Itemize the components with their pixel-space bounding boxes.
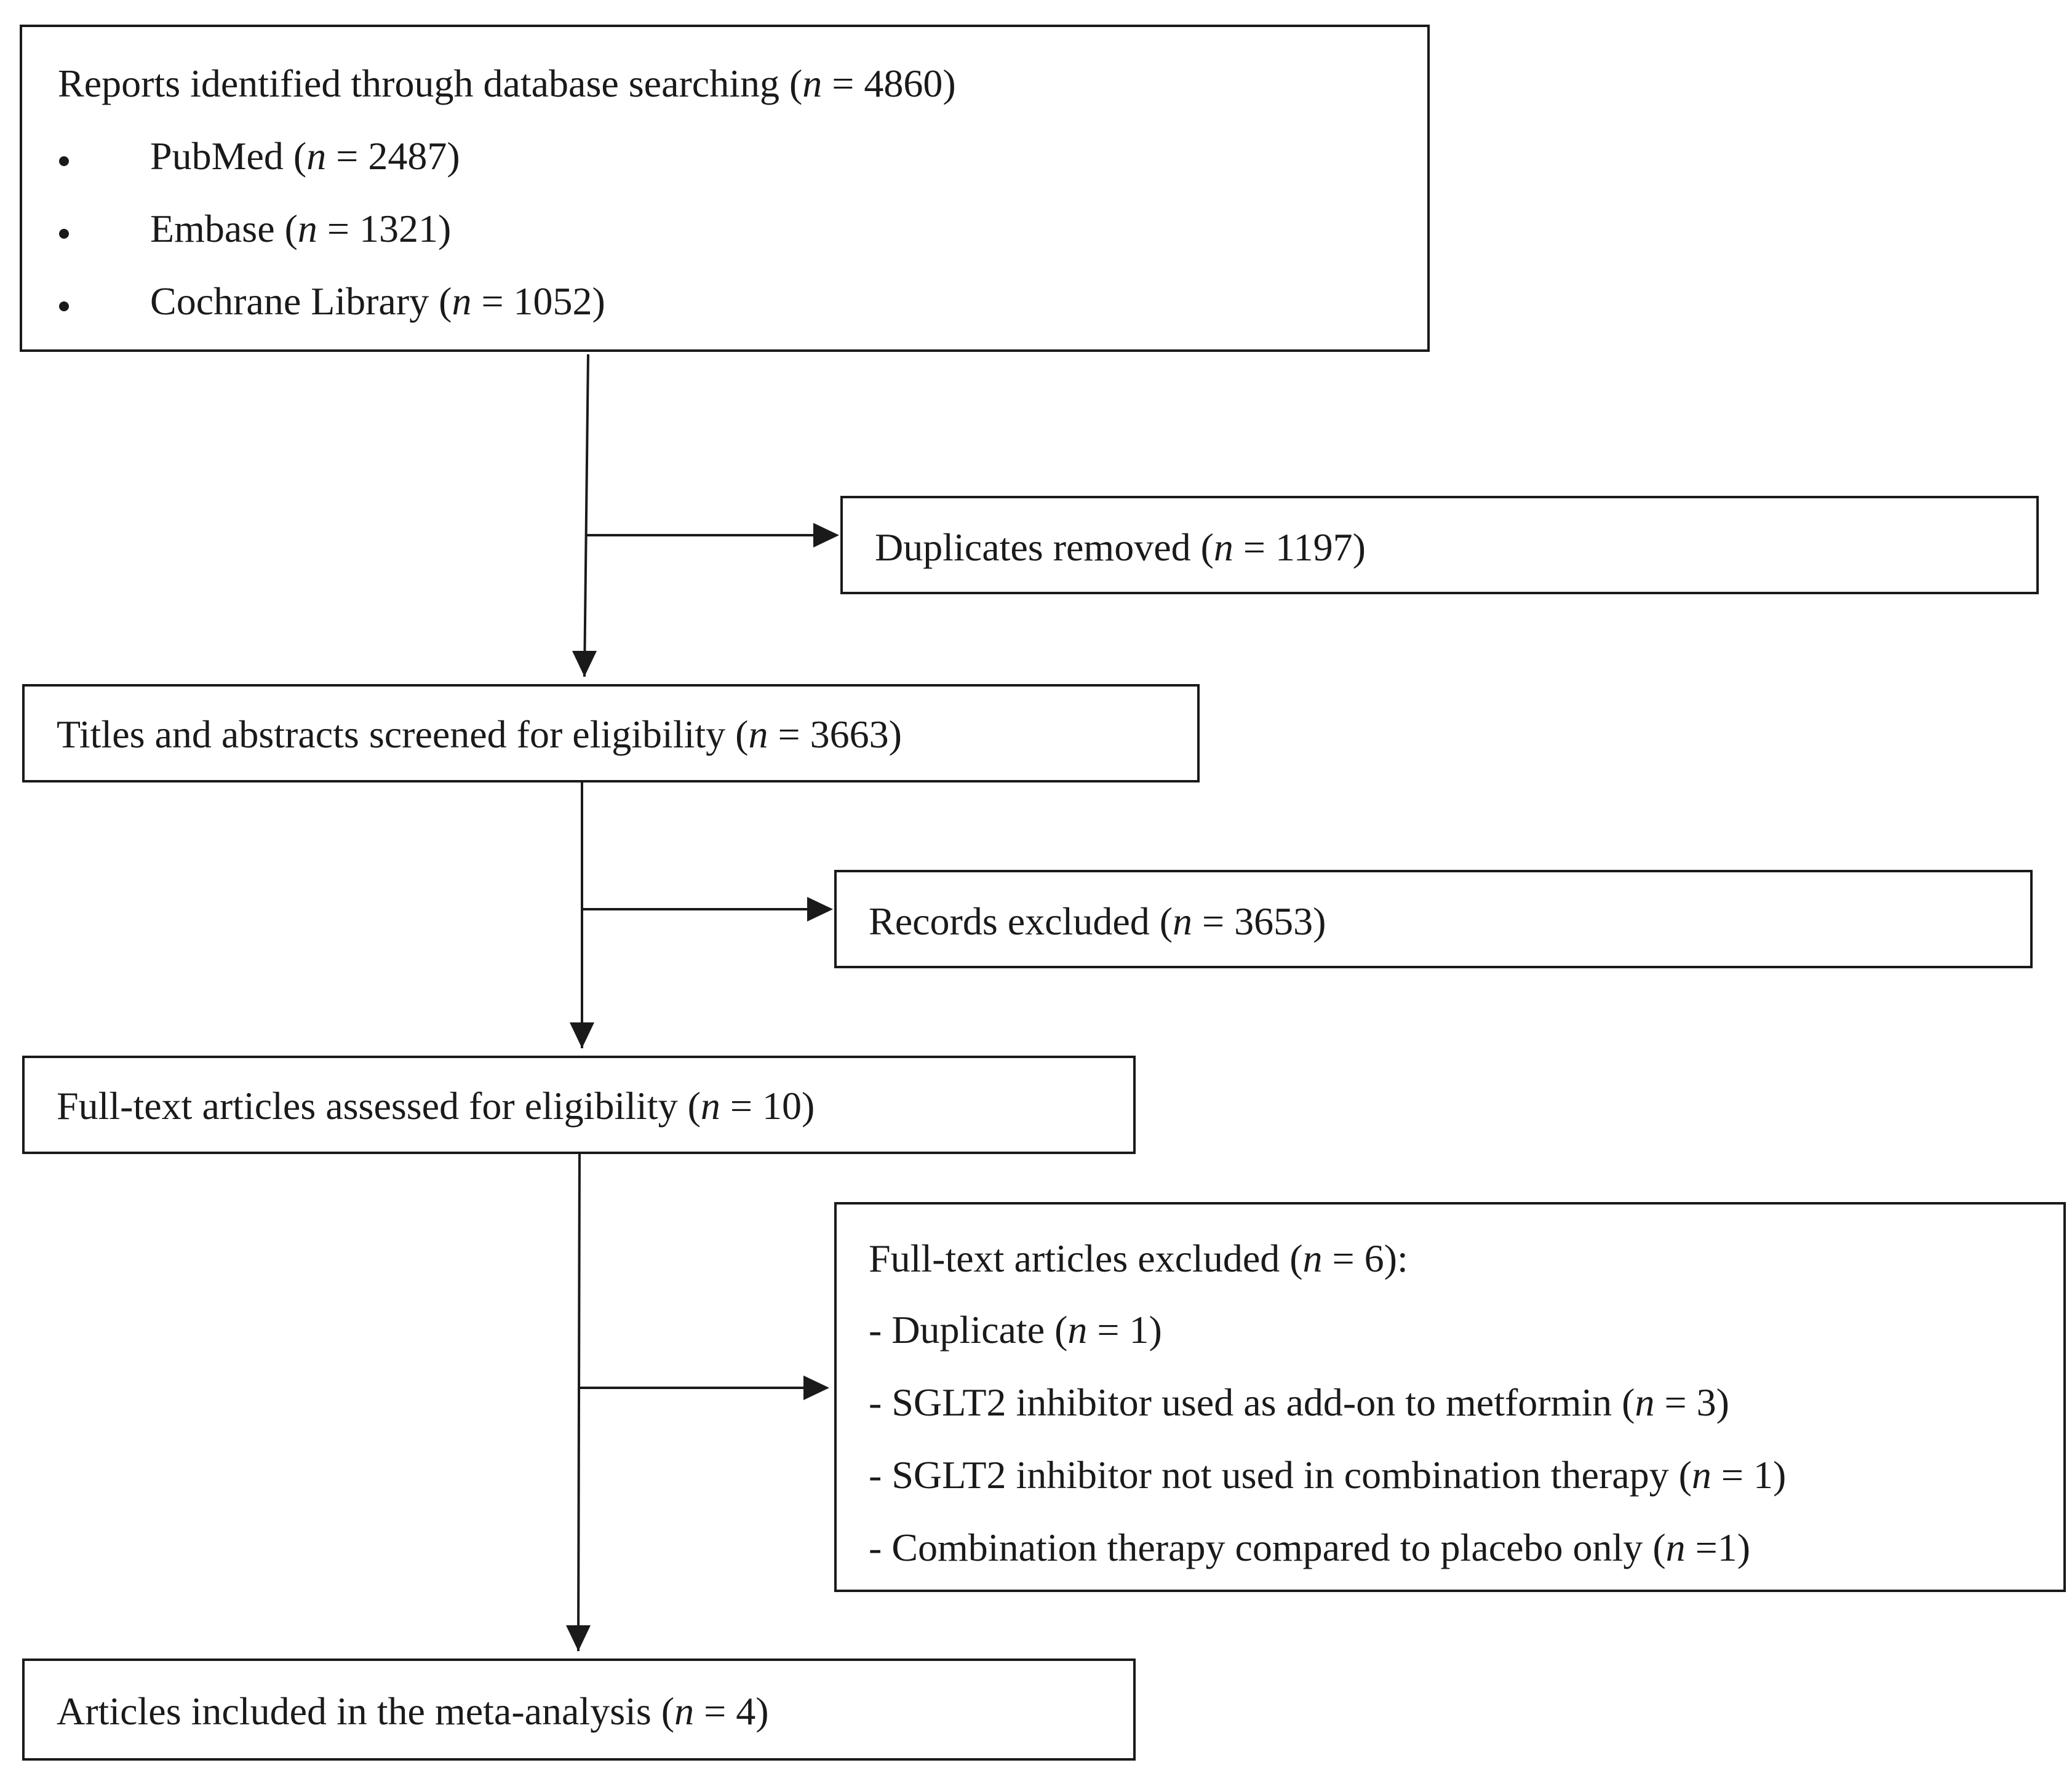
arrowhead-duplicates [813, 523, 839, 548]
included-text: Articles included in the meta-analysis (… [57, 1689, 769, 1733]
source-pubmed: PubMed (n = 2487) [150, 134, 460, 178]
arrowhead-fulltext-excluded [803, 1376, 829, 1400]
duplicates-text: Duplicates removed (n = 1197) [875, 525, 1366, 569]
source-embase: Embase (n = 1321) [150, 207, 452, 250]
fulltext-excluded-box: Full-text articles excluded (n = 6): - D… [834, 1202, 2066, 1592]
bullet-icon [59, 156, 69, 166]
screening-text: Titles and abstracts screened for eligib… [57, 712, 902, 756]
exclusion-reason-duplicate: - Duplicate (n = 1) [869, 1308, 1162, 1352]
connector-eligibility-to-included [577, 1151, 581, 1652]
included-box: Articles included in the meta-analysis (… [22, 1658, 1136, 1761]
identification-box: Reports identified through database sear… [20, 25, 1430, 352]
records-excluded-text: Records excluded (n = 3653) [869, 899, 1326, 943]
identification-heading: Reports identified through database sear… [58, 62, 956, 105]
connector-identification-to-screening [583, 354, 589, 677]
source-cochrane: Cochrane Library (n = 1052) [150, 279, 605, 323]
arrowhead-included [566, 1625, 591, 1651]
screening-box: Titles and abstracts screened for eligib… [22, 684, 1200, 782]
exclusion-reason-add-on-metformin: - SGLT2 inhibitor used as add-on to metf… [869, 1380, 1729, 1424]
bullet-icon [59, 301, 69, 311]
eligibility-box: Full-text articles assessed for eligibil… [22, 1056, 1136, 1154]
bullet-icon [59, 229, 69, 239]
arrowhead-eligibility [570, 1022, 594, 1048]
records-excluded-box: Records excluded (n = 3653) [834, 870, 2033, 968]
fulltext-excluded-heading: Full-text articles excluded (n = 6): [869, 1236, 1408, 1280]
arrowhead-screening [572, 651, 597, 677]
eligibility-text: Full-text articles assessed for eligibil… [57, 1084, 815, 1128]
exclusion-reason-not-combination: - SGLT2 inhibitor not used in combinatio… [869, 1453, 1787, 1497]
arrowhead-records-excluded [807, 897, 833, 922]
duplicates-box: Duplicates removed (n = 1197) [840, 496, 2039, 594]
exclusion-reason-placebo-only: - Combination therapy compared to placeb… [869, 1526, 1751, 1569]
